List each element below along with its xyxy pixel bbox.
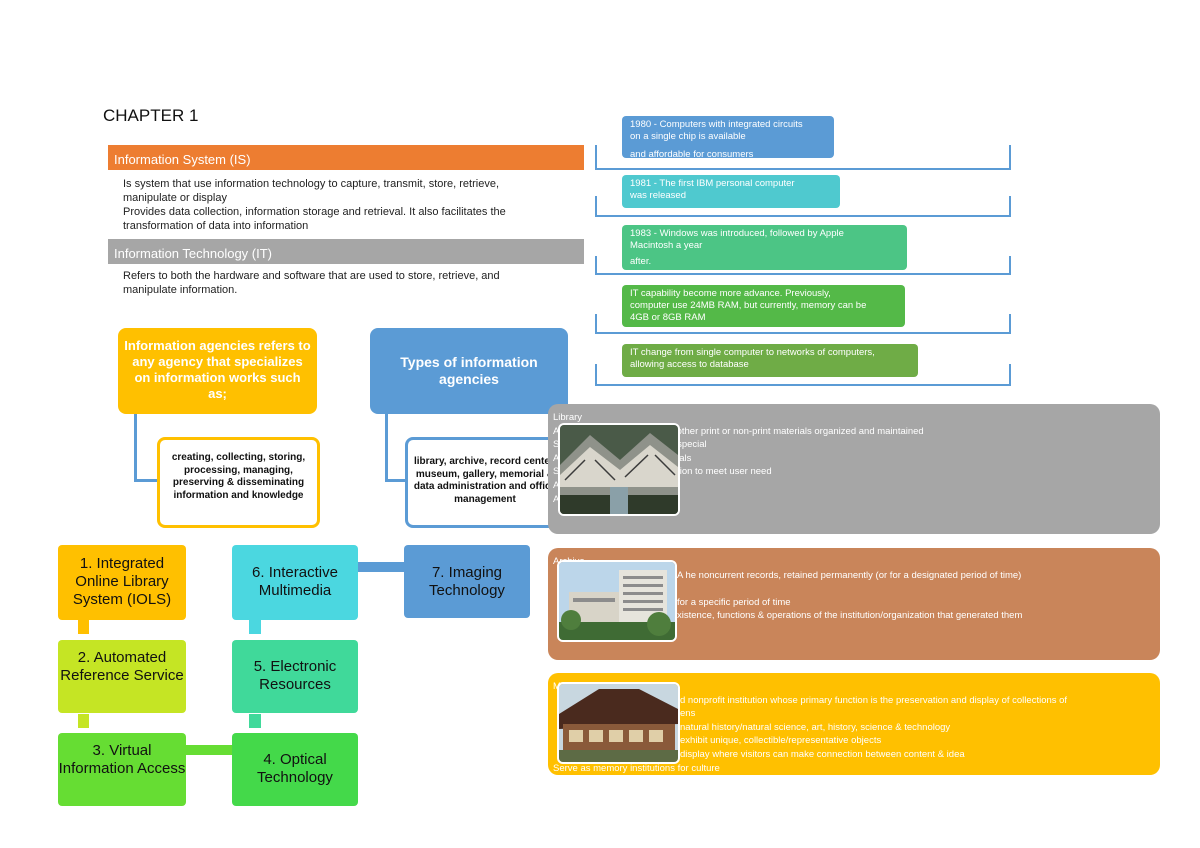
timeline-line: allowing access to database bbox=[630, 359, 749, 370]
panel-line: Serve as memory institutions for culture bbox=[553, 762, 720, 774]
panel-title: Library bbox=[553, 412, 583, 423]
tech-box-imaging: 7. Imaging Technology bbox=[404, 545, 530, 618]
tech-connector bbox=[186, 745, 232, 755]
is-line: Provides data collection, information st… bbox=[123, 206, 506, 218]
is-line: transformation of data into information bbox=[123, 220, 309, 232]
tech-connector bbox=[249, 620, 261, 634]
timeline-line: was released bbox=[630, 190, 686, 201]
types-detail-box: library, archive, record center, museum,… bbox=[405, 437, 565, 528]
it-line: manipulate information. bbox=[123, 284, 238, 296]
timeline-line: 1983 - Windows was introduced, followed … bbox=[630, 228, 844, 239]
timeline-line: 1981 - The first IBM personal computer bbox=[630, 178, 795, 189]
is-heading-bar: Information System (IS) bbox=[108, 145, 584, 170]
types-heading: Types of information agencies bbox=[400, 354, 538, 387]
it-description: Refers to both the hardware and software… bbox=[123, 269, 593, 297]
tech-connector bbox=[358, 562, 404, 572]
agencies-detail-box: creating, collecting, storing, processin… bbox=[157, 437, 320, 528]
panel-line: exhibit unique, collectible/representati… bbox=[680, 735, 882, 747]
tech-label: 3. Virtual Information Access bbox=[58, 742, 186, 777]
library-photo bbox=[558, 423, 680, 516]
timeline-item-1983: 1983 - Windows was introduced, followed … bbox=[622, 225, 907, 270]
library-building-image bbox=[560, 425, 678, 514]
panel-line: d nonprofit institution whose primary fu… bbox=[680, 694, 1068, 706]
chapter-title: CHAPTER 1 bbox=[103, 106, 199, 125]
is-heading: Information System (IS) bbox=[114, 152, 251, 167]
timeline-line: IT capability become more advance. Previ… bbox=[630, 288, 831, 299]
timeline-item-network: IT change from single computer to networ… bbox=[622, 344, 918, 377]
tech-label: 2. Automated Reference Service bbox=[60, 649, 184, 684]
timeline-frame bbox=[595, 196, 1011, 217]
it-heading: Information Technology (IT) bbox=[114, 246, 272, 261]
tech-box-iols: 1. Integrated Online Library System (IOL… bbox=[58, 545, 186, 620]
timeline-item-1980: 1980 - Computers with integrated circuit… bbox=[622, 116, 834, 160]
timeline-line: and affordable for consumers bbox=[630, 149, 754, 160]
it-heading-bar: Information Technology (IT) bbox=[108, 239, 584, 264]
tech-label: 5. Electronic Resources bbox=[253, 658, 337, 693]
tech-connector bbox=[78, 714, 89, 728]
tech-box-virtual-access: 3. Virtual Information Access bbox=[58, 733, 186, 806]
archive-building-image bbox=[559, 562, 675, 640]
timeline-frame bbox=[595, 145, 1011, 170]
timeline-line: on a single chip is available bbox=[630, 131, 746, 142]
timeline-line: IT change from single computer to networ… bbox=[630, 347, 875, 358]
tech-box-optical: 4. Optical Technology bbox=[232, 733, 358, 806]
types-detail: library, archive, record center, museum,… bbox=[413, 456, 557, 505]
panel-line: A he noncurrent records, retained perman… bbox=[677, 569, 1022, 581]
tech-connector bbox=[78, 620, 89, 634]
agencies-connector bbox=[134, 414, 158, 482]
tech-box-automated-reference: 2. Automated Reference Service bbox=[58, 640, 186, 713]
tech-box-interactive-multimedia: 6. Interactive Multimedia bbox=[232, 545, 358, 620]
panel-line: ens bbox=[680, 708, 696, 720]
is-description: Is system that use information technolog… bbox=[123, 177, 593, 233]
timeline-item-1981: 1981 - The first IBM personal computer w… bbox=[622, 175, 840, 208]
tech-connector bbox=[249, 714, 261, 728]
museum-building-image bbox=[559, 684, 678, 762]
timeline-line: 1980 - Computers with integrated circuit… bbox=[630, 119, 803, 130]
panel-line: display where visitors can make connecti… bbox=[680, 748, 965, 760]
timeline-frame bbox=[595, 314, 1011, 334]
tech-label: 7. Imaging Technology bbox=[429, 564, 505, 599]
panel-line: for a specific period of time bbox=[677, 596, 791, 608]
types-heading-box: Types of information agencies bbox=[370, 328, 568, 414]
is-line: Is system that use information technolog… bbox=[123, 178, 499, 190]
agencies-detail: creating, collecting, storing, processin… bbox=[171, 452, 306, 501]
timeline-line: 4GB or 8GB RAM bbox=[630, 312, 706, 323]
agencies-heading-box: Information agencies refers to any agenc… bbox=[118, 328, 317, 414]
panel-line: xistence, functions & operations of the … bbox=[677, 610, 1023, 622]
tech-box-electronic-resources: 5. Electronic Resources bbox=[232, 640, 358, 713]
museum-photo bbox=[557, 682, 680, 764]
timeline-line: computer use 24MB RAM, but currently, me… bbox=[630, 300, 867, 311]
is-line: manipulate or display bbox=[123, 192, 227, 204]
types-connector bbox=[385, 414, 409, 482]
it-line: Refers to both the hardware and software… bbox=[123, 270, 500, 282]
museum-panel-text: M d nonprofit institution whose primary … bbox=[553, 680, 1153, 775]
timeline-item-ram: IT capability become more advance. Previ… bbox=[622, 285, 905, 327]
timeline-line: after. bbox=[630, 256, 652, 267]
tech-label: 1. Integrated Online Library System (IOL… bbox=[72, 555, 172, 608]
panel-line: natural history/natural science, art, hi… bbox=[680, 721, 951, 733]
archive-photo bbox=[557, 560, 677, 642]
panel-line: A collections of books and/or other prin… bbox=[553, 425, 924, 437]
timeline-frame bbox=[595, 256, 1011, 275]
timeline-frame bbox=[595, 364, 1011, 386]
timeline-line: Macintosh a year bbox=[630, 240, 703, 251]
panel-title: M bbox=[553, 681, 561, 692]
agencies-heading: Information agencies refers to any agenc… bbox=[124, 338, 311, 401]
tech-label: 4. Optical Technology bbox=[257, 751, 333, 786]
tech-label: 6. Interactive Multimedia bbox=[252, 564, 338, 599]
